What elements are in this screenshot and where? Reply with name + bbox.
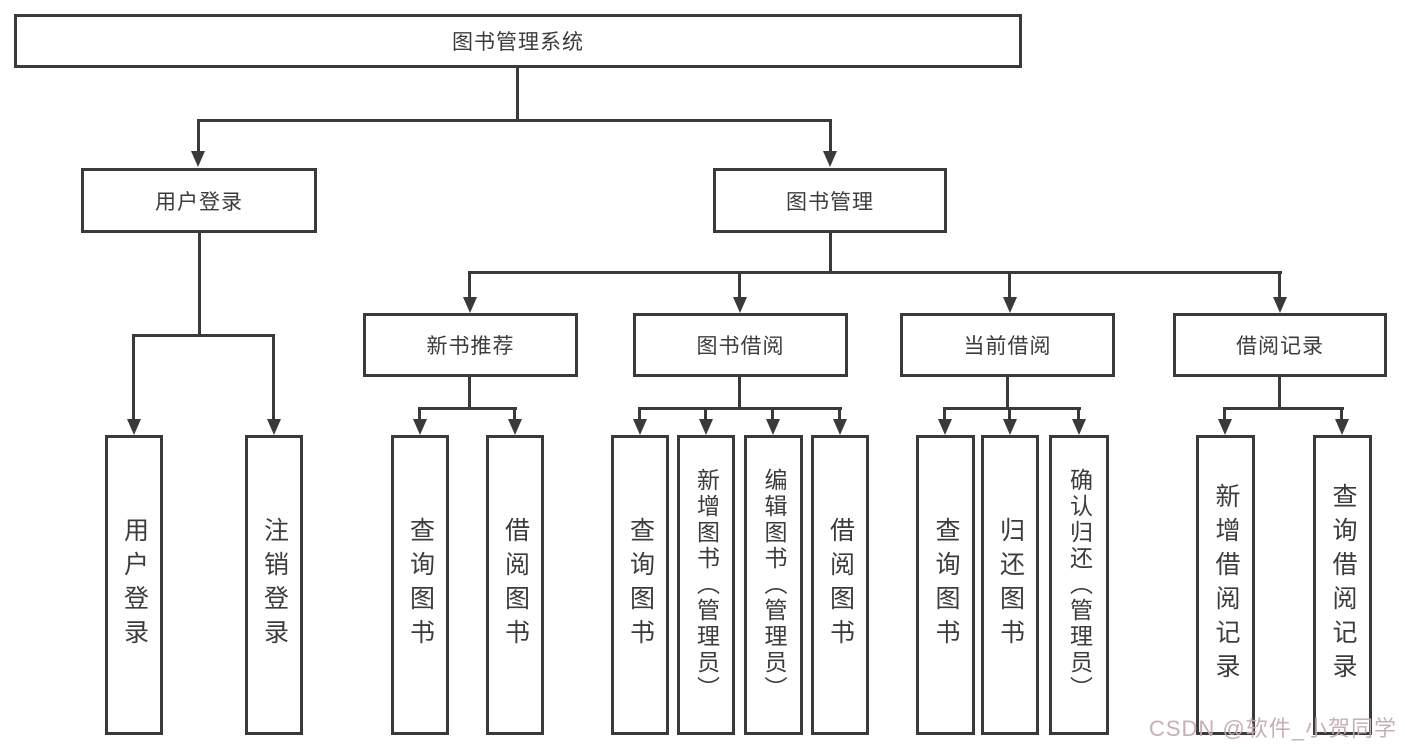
leaf-newbook-query-books-label: 查询图书 bbox=[406, 517, 435, 653]
leaf-logout-label: 注销登录 bbox=[260, 517, 289, 653]
leaf-borrow-add-books-admin: 新增图书（管理员） bbox=[677, 435, 735, 735]
leaf-records-add-record: 新增借阅记录 bbox=[1196, 435, 1255, 735]
arrowhead-current-1 bbox=[938, 419, 952, 435]
edge-drop-current bbox=[1008, 271, 1011, 299]
node-book-borrow: 图书借阅 bbox=[633, 313, 848, 377]
leaf-current-confirm-return-admin-label: 确认归还（管理员） bbox=[1066, 468, 1093, 702]
arrowhead-newbook-1 bbox=[413, 419, 427, 435]
node-new-book-recommend: 新书推荐 bbox=[363, 313, 578, 377]
leaf-user-login-label: 用户登录 bbox=[120, 517, 149, 653]
arrowhead-current bbox=[1003, 297, 1017, 313]
leaf-records-add-record-label: 新增借阅记录 bbox=[1212, 483, 1240, 687]
arrowhead-records bbox=[1273, 297, 1287, 313]
arrowhead-bookmgmt bbox=[823, 151, 837, 167]
leaf-current-confirm-return-admin: 确认归还（管理员） bbox=[1049, 435, 1109, 735]
leaf-current-return-books-label: 归还图书 bbox=[996, 517, 1025, 653]
leaf-borrow-edit-books-admin-label: 编辑图书（管理员） bbox=[761, 468, 787, 702]
edge-drop-bookmgmt bbox=[829, 119, 832, 152]
edge-borrow-stem bbox=[738, 377, 741, 409]
edge-root-split bbox=[197, 119, 832, 122]
edge-current-stem bbox=[1006, 377, 1009, 409]
arrowhead-borrow-3 bbox=[766, 419, 780, 435]
edge-drop-current-3 bbox=[1077, 407, 1080, 421]
arrowhead-current-3 bbox=[1072, 419, 1086, 435]
edge-bookmgmt-stem bbox=[829, 233, 832, 274]
node-current-borrow: 当前借阅 bbox=[900, 313, 1115, 377]
edge-drop-borrow-2 bbox=[704, 407, 707, 421]
leaf-user-login: 用户登录 bbox=[105, 435, 163, 735]
leaf-borrow-borrow-books: 借阅图书 bbox=[811, 435, 869, 735]
leaf-current-query-books-label: 查询图书 bbox=[932, 517, 960, 653]
leaf-borrow-query-books-label: 查询图书 bbox=[626, 517, 655, 653]
edge-drop-newbook bbox=[468, 271, 471, 299]
node-book-management: 图书管理 bbox=[713, 168, 947, 233]
arrowhead-borrow-1 bbox=[633, 419, 647, 435]
arrowhead-current-2 bbox=[1003, 419, 1017, 435]
node-user-login: 用户登录 bbox=[81, 168, 317, 233]
leaf-records-query-record-label: 查询借阅记录 bbox=[1329, 483, 1357, 687]
leaf-current-return-books: 归还图书 bbox=[981, 435, 1039, 735]
edge-drop-records-1 bbox=[1223, 407, 1226, 421]
edge-drop-borrow-3 bbox=[771, 407, 774, 421]
edge-drop-login-child-2 bbox=[272, 334, 275, 420]
edge-current-split bbox=[943, 407, 1081, 410]
edge-drop-newbook-2 bbox=[513, 407, 516, 421]
arrowhead-borrow bbox=[733, 297, 747, 313]
arrowhead-login-child-2 bbox=[267, 419, 281, 435]
node-new-book-recommend-label: 新书推荐 bbox=[426, 335, 515, 358]
edge-drop-login-child-1 bbox=[132, 334, 135, 420]
leaf-borrow-borrow-books-label: 借阅图书 bbox=[826, 517, 855, 653]
leaf-borrow-edit-books-admin: 编辑图书（管理员） bbox=[744, 435, 803, 735]
edge-newbook-stem bbox=[468, 377, 471, 409]
arrowhead-newbook-2 bbox=[508, 419, 522, 435]
arrowhead-newbook bbox=[463, 297, 477, 313]
arrowhead-login-child-1 bbox=[127, 419, 141, 435]
edge-drop-newbook-1 bbox=[418, 407, 421, 421]
leaf-borrow-add-books-admin-label: 新增图书（管理员） bbox=[693, 468, 720, 702]
node-user-login-label: 用户登录 bbox=[155, 190, 243, 214]
node-root-label: 图书管理系统 bbox=[452, 31, 584, 54]
leaf-newbook-borrow-books-label: 借阅图书 bbox=[501, 517, 530, 653]
node-borrow-records-label: 借阅记录 bbox=[1236, 335, 1324, 358]
edge-drop-borrow bbox=[738, 271, 741, 299]
leaf-records-query-record: 查询借阅记录 bbox=[1313, 435, 1372, 735]
arrowhead-login bbox=[191, 151, 205, 167]
edge-drop-records bbox=[1278, 271, 1281, 299]
node-borrow-records: 借阅记录 bbox=[1173, 313, 1387, 377]
arrowhead-borrow-2 bbox=[699, 419, 713, 435]
node-book-management-label: 图书管理 bbox=[786, 190, 874, 214]
edge-records-stem bbox=[1278, 377, 1281, 409]
edge-drop-records-2 bbox=[1340, 407, 1343, 421]
edge-drop-borrow-4 bbox=[838, 407, 841, 421]
leaf-newbook-query-books: 查询图书 bbox=[391, 435, 449, 735]
edge-root-stem bbox=[516, 68, 519, 121]
arrowhead-records-2 bbox=[1335, 419, 1349, 435]
edge-newbook-split bbox=[418, 407, 517, 410]
leaf-logout: 注销登录 bbox=[245, 435, 303, 735]
edge-borrow-split bbox=[638, 407, 842, 410]
edge-login-split bbox=[132, 334, 275, 337]
leaf-newbook-borrow-books: 借阅图书 bbox=[486, 435, 544, 735]
edge-drop-borrow-1 bbox=[638, 407, 641, 421]
edge-drop-current-1 bbox=[943, 407, 946, 421]
node-book-borrow-label: 图书借阅 bbox=[696, 335, 785, 358]
edge-login-stem bbox=[198, 232, 201, 336]
node-current-borrow-label: 当前借阅 bbox=[963, 335, 1052, 358]
leaf-borrow-query-books: 查询图书 bbox=[611, 435, 669, 735]
edge-drop-current-2 bbox=[1008, 407, 1011, 421]
arrowhead-records-1 bbox=[1218, 419, 1232, 435]
node-root-system: 图书管理系统 bbox=[14, 14, 1022, 68]
edge-records-split bbox=[1223, 407, 1344, 410]
edge-bookmgmt-split bbox=[468, 271, 1282, 274]
arrowhead-borrow-4 bbox=[833, 419, 847, 435]
leaf-current-query-books: 查询图书 bbox=[916, 435, 975, 735]
edge-drop-login bbox=[197, 119, 200, 152]
